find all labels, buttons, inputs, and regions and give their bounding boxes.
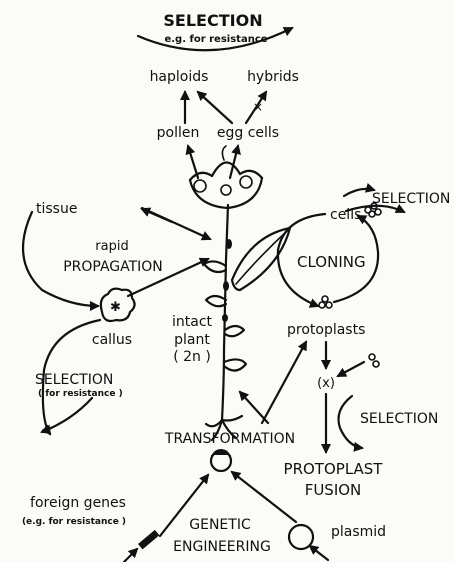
hybrids-label: hybrids xyxy=(247,69,299,85)
haploids-label: haploids xyxy=(150,69,209,85)
intact-plant-icon xyxy=(190,146,290,440)
pollen-label: pollen xyxy=(157,125,200,141)
rapid-label: rapid xyxy=(95,239,128,254)
fusion-label: FUSION xyxy=(305,481,362,499)
foreign-gene-fragment-icon xyxy=(138,530,159,550)
chromosome-label: ( 2n ) xyxy=(173,349,211,365)
cloning-label: CLONING xyxy=(297,253,366,271)
plasmid-label: plasmid xyxy=(331,524,386,540)
arrow-plant-to-tissue xyxy=(142,209,172,222)
arrow-into-gene xyxy=(124,549,137,562)
tissue-label: tissue xyxy=(36,201,77,217)
recombinant-plasmid-icon xyxy=(211,449,231,471)
arrow-transformation-to-protoplasts xyxy=(262,342,306,423)
arrow-plasmid-to-vector xyxy=(232,472,296,522)
protoplasts-label: protoplasts xyxy=(287,322,365,338)
callus-label: callus xyxy=(92,332,132,348)
protoplast-cluster-icon xyxy=(319,296,332,308)
callus-icon: ✱ xyxy=(101,289,135,321)
selection-left-label: SELECTION xyxy=(35,372,113,388)
arrow-flower-to-eggcells xyxy=(230,146,238,178)
protoplast-pair-icon xyxy=(369,354,379,367)
fusion-mark-label: (x) xyxy=(317,376,335,391)
arrow-protoplast-dots-to-x xyxy=(338,362,364,376)
genetic-label: GENETIC xyxy=(189,517,251,533)
plasmid-icon xyxy=(289,525,313,549)
propagation-label: PROPAGATION xyxy=(63,259,163,275)
engineering-label: ENGINEERING xyxy=(173,539,271,555)
arrow-selection-to-left xyxy=(42,398,92,432)
selection-left-sublabel: ( for resistance ) xyxy=(38,389,123,399)
selection-mid-arc xyxy=(339,396,363,448)
selection-right-label: SELECTION xyxy=(372,191,450,207)
cells-label: cells xyxy=(330,207,361,223)
cross-mark: × xyxy=(253,100,263,114)
arrow-into-plasmid xyxy=(310,546,328,560)
intact-label: intact xyxy=(172,314,213,330)
selection-top-label: SELECTION xyxy=(163,11,262,30)
selection-mid-label: SELECTION xyxy=(360,411,438,427)
foreign-genes-label: foreign genes xyxy=(30,495,126,511)
protoplast-label: PROTOPLAST xyxy=(284,460,384,478)
arrow-selection-right-up xyxy=(344,189,374,196)
svg-text:✱: ✱ xyxy=(110,300,121,315)
foreign-genes-sublabel: (e.g. for resistance ) xyxy=(22,517,126,527)
arrow-egg-to-haploids xyxy=(198,92,232,123)
plant-label: plant xyxy=(174,332,210,348)
egg-cells-label: egg cells xyxy=(217,125,279,141)
